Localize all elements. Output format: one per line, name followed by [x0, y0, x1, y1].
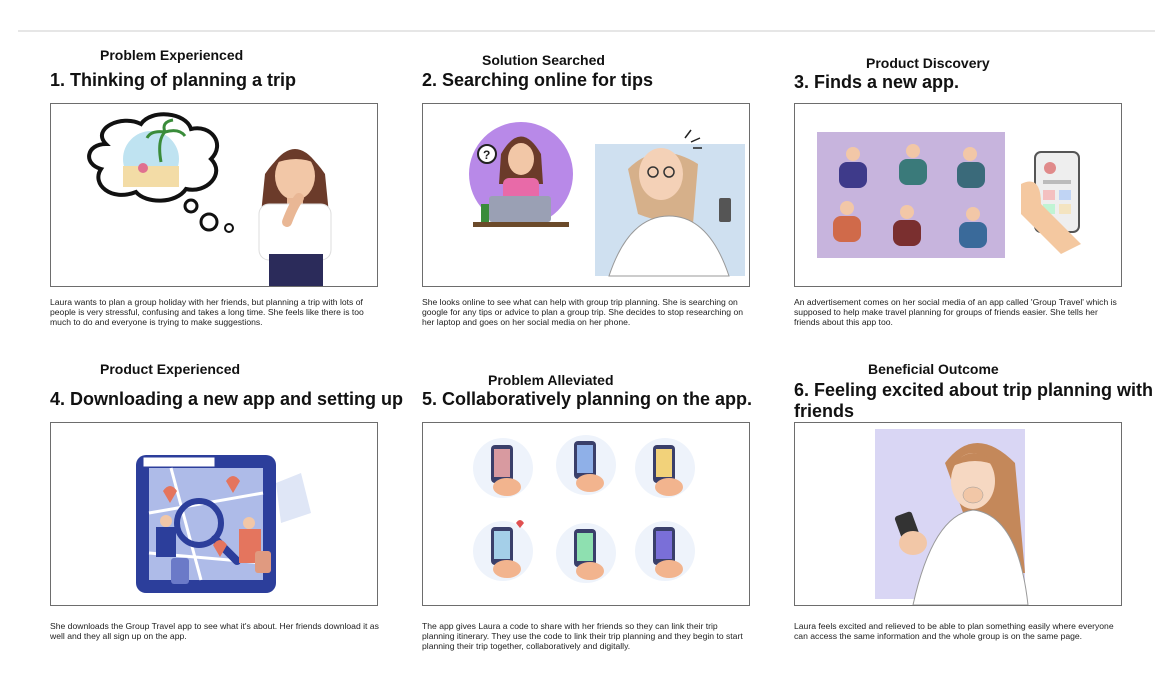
panel-title: 5. Collaboratively planning on the app.	[422, 389, 753, 409]
panel-description: Laura wants to plan a group holiday with…	[50, 297, 364, 328]
illustration-frame	[422, 422, 750, 606]
collab-phones-illustration	[473, 435, 695, 583]
thinking-woman-illustration	[87, 112, 332, 286]
svg-text:?: ?	[483, 148, 490, 162]
illustration-frame	[50, 103, 378, 287]
stage-label: Product Discovery	[866, 55, 990, 71]
stage-label: Beneficial Outcome	[868, 361, 999, 377]
panel-title: 6. Feeling excited about trip planning w…	[794, 380, 1154, 421]
panel-description: An advertisement comes on her social med…	[794, 297, 1117, 328]
panel-title: 2. Searching online for tips	[422, 70, 654, 90]
stage-label: Solution Searched	[482, 52, 605, 68]
top-divider	[18, 30, 1155, 32]
panel-description: Laura feels excited and relieved to be a…	[794, 621, 1114, 642]
panel-description: She looks online to see what can help wi…	[422, 297, 744, 328]
illustration-frame	[794, 422, 1122, 606]
panel-description: The app gives Laura a code to share with…	[422, 621, 743, 652]
panel-title: 3. Finds a new app.	[794, 72, 960, 92]
illustration-frame	[50, 422, 378, 606]
panel-title: 4. Downloading a new app and setting up	[50, 389, 404, 409]
online-search-illustration: ?	[469, 122, 745, 277]
stage-label: Problem Alleviated	[488, 372, 614, 388]
illustration-frame: ?	[422, 103, 750, 287]
panel-title: 1. Thinking of planning a trip	[50, 70, 296, 90]
app-ad-illustration	[817, 132, 1081, 258]
stage-label: Problem Experienced	[100, 47, 244, 63]
excited-woman-illustration	[875, 429, 1029, 605]
illustration-frame	[794, 103, 1122, 287]
panel-description: She downloads the Group Travel app to se…	[50, 621, 379, 642]
stage-label: Product Experienced	[100, 361, 241, 377]
app-download-illustration	[136, 455, 311, 593]
